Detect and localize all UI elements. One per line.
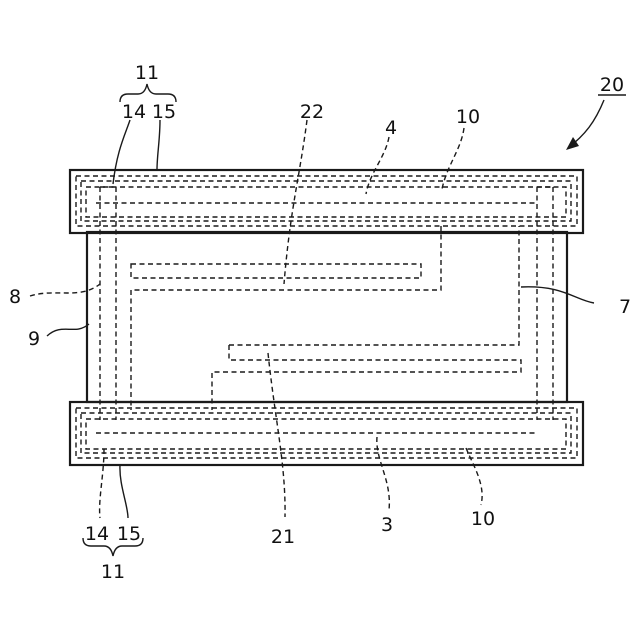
- label-11-top: 11: [135, 62, 159, 84]
- leader-10-bottom: [466, 448, 482, 505]
- label-11-bottom: 11: [101, 561, 125, 583]
- brace-11-top: [120, 84, 176, 102]
- label-8: 8: [9, 286, 21, 308]
- top-layer-outer: [76, 176, 577, 226]
- label-10-top: 10: [456, 106, 480, 128]
- label-15-top: 15: [152, 101, 176, 123]
- leader-9: [47, 324, 89, 336]
- label-7: 7: [619, 296, 631, 318]
- body-outline: [87, 232, 567, 402]
- leader-10-top: [442, 128, 464, 189]
- leader-15-bottom: [120, 465, 128, 518]
- label-22: 22: [300, 101, 324, 123]
- leader-3: [377, 437, 390, 510]
- leader-8: [30, 284, 100, 296]
- top-layer-inner: [86, 187, 566, 217]
- leader-14-bottom: [100, 449, 104, 518]
- label-3: 3: [381, 514, 393, 536]
- leader-20-arrowhead: [566, 137, 579, 150]
- label-21: 21: [271, 526, 295, 548]
- leader-14-top: [113, 120, 130, 184]
- upper-electrode-lead: [131, 226, 441, 410]
- label-15-bottom: 15: [117, 523, 141, 545]
- label-14-bottom: 14: [85, 523, 109, 545]
- leader-15-top: [157, 120, 160, 170]
- leader-7: [521, 287, 594, 303]
- label-9: 9: [28, 328, 40, 350]
- leader-21: [268, 353, 285, 517]
- bottom-layer-inner: [86, 419, 566, 449]
- top-plate: [70, 170, 583, 233]
- label-10-bottom: 10: [471, 508, 495, 530]
- right-internal-frame: [537, 187, 553, 420]
- leader-4: [366, 137, 389, 194]
- label-14-top: 14: [122, 101, 146, 123]
- label-4: 4: [385, 117, 397, 139]
- left-internal-frame: [100, 187, 116, 420]
- leader-22: [284, 120, 307, 284]
- lower-electrode: [212, 226, 521, 410]
- upper-electrode: [131, 264, 421, 278]
- label-20: 20: [600, 74, 624, 96]
